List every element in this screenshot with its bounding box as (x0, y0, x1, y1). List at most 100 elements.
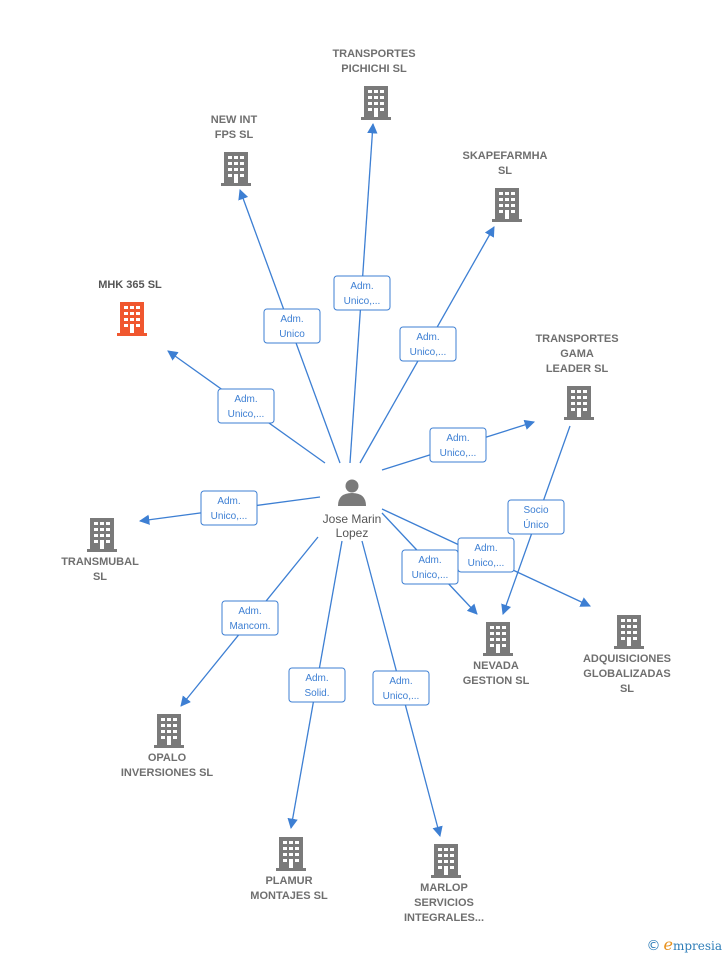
edge-label-text: Adm. (416, 332, 439, 343)
edge-label-text: Unico,... (468, 558, 505, 569)
person-icon (338, 479, 366, 506)
company-node-pichichi[interactable]: TRANSPORTES PICHICHI SL (332, 48, 416, 120)
company-name: FPS SL (215, 129, 254, 141)
edge-label-text: Solid. (304, 688, 329, 699)
brand-footer: ©empresia (646, 935, 722, 954)
edge-label-box[interactable] (221, 600, 279, 636)
edge-label-text: Unico,... (211, 511, 248, 522)
edge-label-box[interactable] (263, 308, 321, 344)
building-icon (117, 302, 147, 336)
edge-adquisiciones: Adm. Unico,... (381, 508, 591, 607)
company-node-transmubal[interactable]: TRANSMUBAL SL (61, 518, 139, 583)
edge-label-text: Adm. (305, 673, 328, 684)
company-name: TRANSPORTES (332, 48, 415, 60)
company-node-plamur[interactable]: PLAMUR MONTAJES SL (250, 837, 328, 902)
building-icon (483, 622, 513, 656)
building-icon (87, 518, 117, 552)
edge-label-text: Adm. (234, 394, 257, 405)
edge-label-text: Adm. (238, 606, 261, 617)
person-name: Jose Marin (323, 512, 382, 526)
company-name: MARLOP (420, 882, 468, 894)
company-name: INVERSIONES SL (121, 767, 214, 779)
company-node-gama[interactable]: TRANSPORTES GAMA LEADER SL (535, 333, 619, 420)
edge-mhk: Adm. Unico,... (167, 350, 326, 464)
company-name: PICHICHI SL (341, 63, 407, 75)
edge-label-text: Unico,... (228, 409, 265, 420)
edge-label-box[interactable] (288, 667, 346, 703)
company-name: SKAPEFARMHA (463, 150, 548, 162)
edge-newint: Adm. Unico (238, 189, 341, 464)
company-name: ADQUISICIONES (583, 653, 671, 665)
building-icon (154, 714, 184, 748)
edge-label-text: Adm. (418, 555, 441, 566)
edge-label-text: Mancom. (229, 621, 270, 632)
edge-label-text: Adm. (474, 543, 497, 554)
company-name: PLAMUR (265, 875, 312, 887)
edge-label-text: Socio (523, 505, 548, 516)
company-node-adquisiciones[interactable]: ADQUISICIONES GLOBALIZADAS SL (583, 615, 671, 695)
company-name: SERVICIOS (414, 897, 474, 909)
company-node-opalo[interactable]: OPALO INVERSIONES SL (121, 714, 214, 779)
company-name: MHK 365 SL (98, 279, 162, 291)
brand-logo-initial: e (663, 935, 673, 954)
edge-label-text: Único (523, 518, 549, 531)
edge-skape: Adm. Unico,... (359, 226, 495, 464)
company-name: OPALO (148, 752, 187, 764)
edge-label-text: Adm. (350, 281, 373, 292)
company-node-newint[interactable]: NEW INT FPS SL (211, 114, 258, 186)
company-node-skape[interactable]: SKAPEFARMHA SL (463, 150, 548, 222)
company-node-mhk[interactable]: MHK 365 SL (98, 279, 162, 336)
edge-label-box[interactable] (333, 275, 391, 311)
edge-label-text: Unico,... (410, 347, 447, 358)
company-node-nevada[interactable]: NEVADA GESTION SL (463, 622, 530, 687)
company-name: SL (620, 683, 634, 695)
company-name: NEVADA (473, 660, 519, 672)
edge-label-box[interactable] (217, 388, 275, 424)
building-icon (614, 615, 644, 649)
edge-gama: Adm. Unico,... (381, 419, 535, 471)
edge-label-box[interactable] (507, 499, 565, 535)
company-name: INTEGRALES... (404, 912, 484, 924)
edge-label-box[interactable] (200, 490, 258, 526)
company-name: GLOBALIZADAS (583, 668, 670, 680)
building-icon (431, 844, 461, 878)
person-name: Lopez (336, 526, 369, 540)
edge-opalo: Adm. Mancom. (180, 536, 319, 707)
company-name: GESTION SL (463, 675, 530, 687)
edge-label-text: Adm. (217, 496, 240, 507)
company-name: TRANSPORTES (535, 333, 618, 345)
edge-nevada: Adm. Unico,... (381, 512, 478, 615)
building-icon (361, 86, 391, 120)
edge-label-box[interactable] (429, 427, 487, 463)
company-name: SL (498, 165, 512, 177)
edge-label-text: Unico,... (440, 448, 477, 459)
edge-transmubal: Adm. Unico,... (138, 490, 321, 526)
edge-label-text: Unico,... (383, 691, 420, 702)
building-icon (492, 188, 522, 222)
edge-label-text: Unico (279, 329, 305, 340)
edge-marlop: Adm. Unico,... (361, 540, 443, 838)
company-name: SL (93, 571, 107, 583)
edge-plamur: Adm. Solid. (287, 540, 346, 830)
company-name: TRANSMUBAL (61, 556, 139, 568)
edge-pichichi: Adm. Unico,... (333, 122, 391, 464)
edge-label-text: Unico,... (412, 570, 449, 581)
building-icon (276, 837, 306, 871)
brand-logo-text: mpresia (672, 939, 722, 953)
company-name: GAMA (560, 348, 594, 360)
company-name: MONTAJES SL (250, 890, 328, 902)
edge-label-box[interactable] (399, 326, 457, 362)
edge-label-text: Unico,... (344, 296, 381, 307)
building-icon (564, 386, 594, 420)
company-name: NEW INT (211, 114, 258, 126)
edge-label-text: Adm. (446, 433, 469, 444)
company-name: LEADER SL (546, 363, 609, 375)
copyright-icon: © (646, 938, 661, 954)
company-node-marlop[interactable]: MARLOP SERVICIOS INTEGRALES... (404, 844, 484, 924)
edge-label-box[interactable] (457, 537, 515, 573)
edge-label-box[interactable] (372, 670, 430, 706)
edge-label-text: Adm. (280, 314, 303, 325)
